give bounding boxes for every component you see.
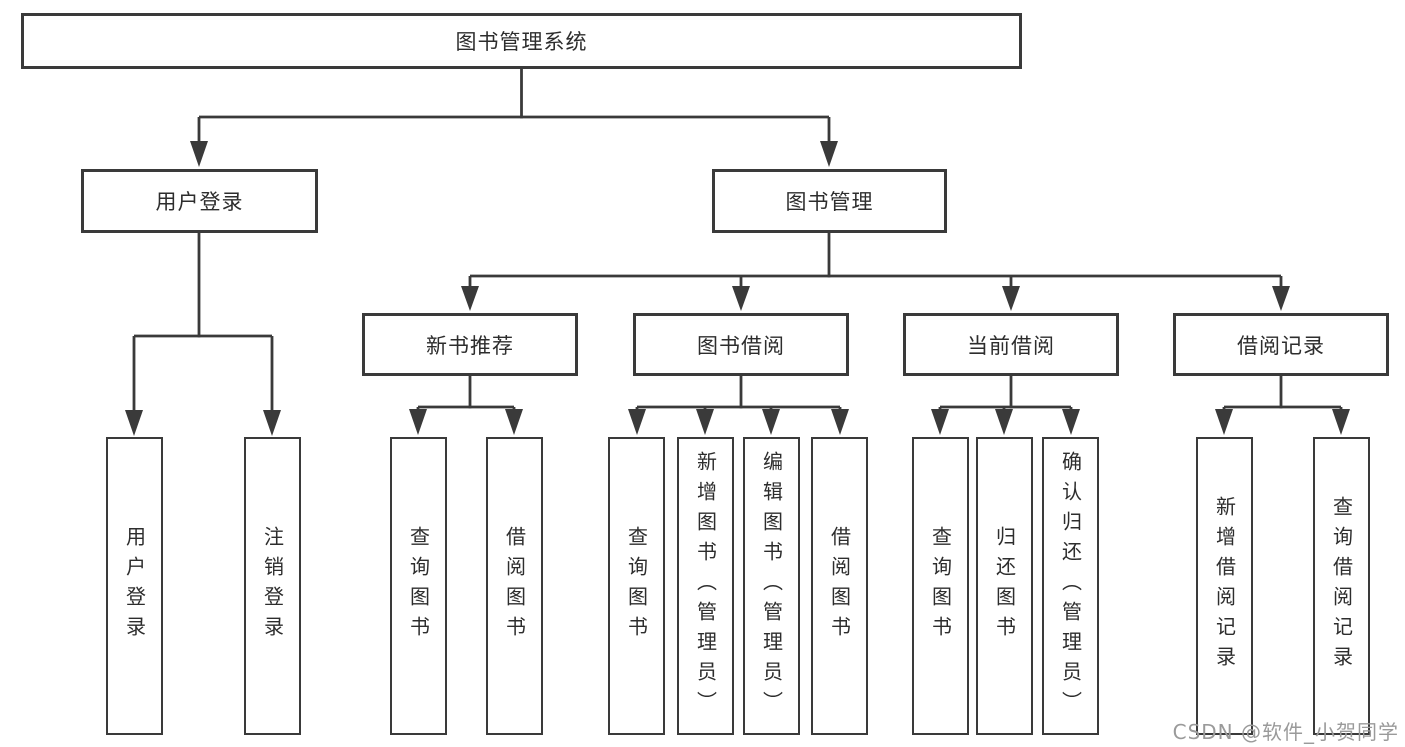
- node-book-management: 图书管理: [712, 169, 947, 233]
- leaf-confirm-return-admin: 确认归还（管理员）: [1042, 437, 1099, 735]
- csdn-watermark: CSDN @软件_小贺同学: [1172, 720, 1399, 744]
- node-book-borrowing: 图书借阅: [633, 313, 849, 376]
- node-label: 查询图书: [928, 526, 953, 646]
- leaf-query-books-borrowing: 查询图书: [608, 437, 665, 735]
- node-label: 用户登录: [155, 190, 244, 214]
- leaf-return-books: 归还图书: [976, 437, 1033, 735]
- node-label: 归还图书: [992, 526, 1017, 646]
- node-label: 确认归还（管理员）: [1058, 451, 1083, 721]
- node-label: 新书推荐: [426, 333, 514, 358]
- node-label: 图书管理: [785, 190, 874, 214]
- connector-book-borrowing-to-leaves: [628, 376, 849, 435]
- node-new-book-recommend: 新书推荐: [362, 313, 578, 376]
- connector-root-to-level2: [190, 67, 838, 167]
- node-label: 新增借阅记录: [1212, 496, 1237, 676]
- node-label: 查询图书: [624, 526, 649, 646]
- connector-borrowing-records-to-leaves: [1215, 376, 1350, 435]
- node-label: 借阅图书: [502, 526, 527, 646]
- node-label: 图书借阅: [697, 333, 785, 358]
- leaf-logout: 注销登录: [244, 437, 301, 735]
- node-library-management-system: 图书管理系统: [21, 13, 1022, 69]
- node-label: 借阅记录: [1237, 333, 1325, 358]
- node-label: 编辑图书（管理员）: [759, 451, 784, 721]
- node-user-login: 用户登录: [81, 169, 318, 233]
- node-label: 新增图书（管理员）: [693, 451, 718, 721]
- node-label: 注销登录: [260, 526, 285, 646]
- leaf-user-login: 用户登录: [106, 437, 163, 735]
- node-label: 查询图书: [406, 526, 431, 646]
- node-label: 用户登录: [122, 526, 147, 646]
- connector-current-borrowing-to-leaves: [931, 376, 1080, 435]
- node-borrowing-records: 借阅记录: [1173, 313, 1389, 376]
- leaf-query-books-current: 查询图书: [912, 437, 969, 735]
- connector-new-book-recommend-to-leaves: [409, 376, 523, 435]
- node-label: 图书管理系统: [455, 30, 588, 54]
- leaf-add-borrow-record: 新增借阅记录: [1196, 437, 1253, 735]
- node-label: 查询借阅记录: [1329, 496, 1354, 676]
- connector-user-login-to-leaves: [125, 233, 281, 436]
- node-label: 借阅图书: [827, 526, 852, 646]
- leaf-query-books-recommend: 查询图书: [390, 437, 447, 735]
- leaf-borrow-books-borrowing: 借阅图书: [811, 437, 868, 735]
- leaf-borrow-books-recommend: 借阅图书: [486, 437, 543, 735]
- leaf-query-borrow-record: 查询借阅记录: [1313, 437, 1370, 735]
- leaf-edit-books-admin: 编辑图书（管理员）: [743, 437, 800, 735]
- node-current-borrowing: 当前借阅: [903, 313, 1119, 376]
- connector-book-management-to-level3: [461, 233, 1290, 311]
- leaf-add-books-admin: 新增图书（管理员）: [677, 437, 734, 735]
- node-label: 当前借阅: [967, 333, 1055, 358]
